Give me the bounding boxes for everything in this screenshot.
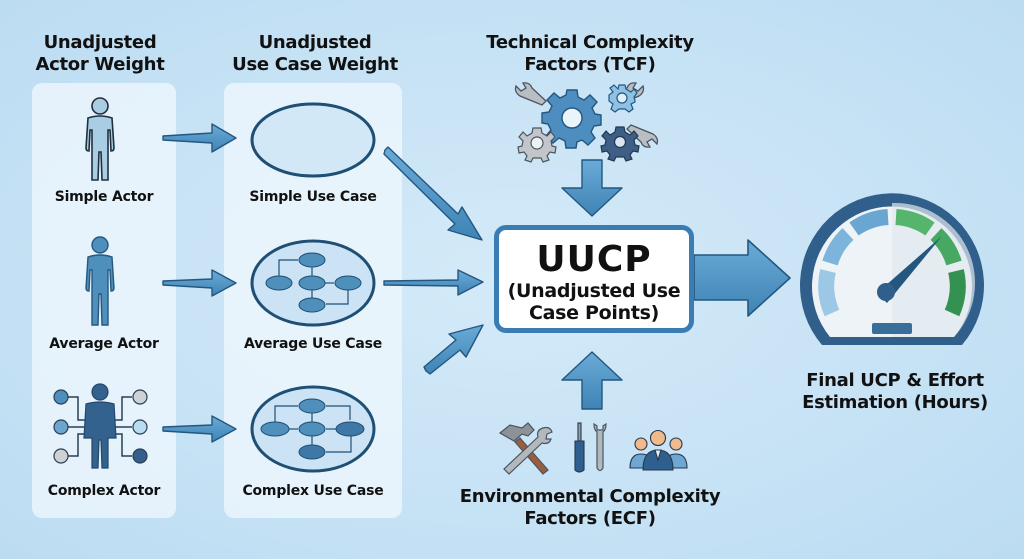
arrow-tcf-down <box>561 159 623 217</box>
gears-wrenches-icon <box>514 82 659 163</box>
heading-line: Actor Weight <box>35 54 165 75</box>
flow-ellipse-icon <box>250 239 376 327</box>
arrow-simple-actor-to-use-case <box>162 123 237 153</box>
arrow-average-actor-to-use-case <box>162 269 237 297</box>
heading-line: Factors (TCF) <box>524 54 656 75</box>
heading-line: Estimation (Hours) <box>802 392 988 413</box>
arrow-average-use-case-to-uucp <box>383 269 484 296</box>
heading-line: Final UCP & Effort <box>806 370 984 391</box>
actor-label-average: Average Actor <box>49 336 159 352</box>
uucp-subtitle-line1: (Unadjusted Use <box>507 280 681 302</box>
result-label: Final UCP & Effort Estimation (Hours) <box>780 370 1010 414</box>
uucp-subtitle-line2: Case Points) <box>528 302 660 324</box>
use-case-label-simple: Simple Use Case <box>249 189 377 205</box>
use-case-label-average: Average Use Case <box>243 336 383 352</box>
heading-line: Use Case Weight <box>232 54 398 75</box>
person-outline-icon <box>85 97 115 181</box>
ecf-heading: Environmental Complexity Factors (ECF) <box>450 486 730 530</box>
arrow-simple-use-case-to-uucp <box>383 146 483 241</box>
heading-line: Technical Complexity <box>486 32 694 53</box>
uucp-title: UUCP <box>536 239 652 280</box>
tcf-heading: Technical Complexity Factors (TCF) <box>460 32 720 76</box>
heading-line: Unadjusted <box>43 32 157 53</box>
use-case-weight-heading: Unadjusted Use Case Weight <box>220 32 410 76</box>
gauge-icon <box>800 193 984 345</box>
person-filled-icon <box>85 236 115 326</box>
arrow-uucp-to-result <box>693 239 791 317</box>
arrow-complex-use-case-to-uucp <box>423 324 484 375</box>
heading-line: Factors (ECF) <box>524 508 656 529</box>
arrow-complex-actor-to-use-case <box>162 415 237 443</box>
arrow-ecf-up <box>561 351 623 410</box>
actor-label-complex: Complex Actor <box>47 483 161 499</box>
heading-line: Environmental Complexity <box>459 486 721 507</box>
empty-ellipse-icon <box>250 102 376 178</box>
actor-weight-heading: Unadjusted Actor Weight <box>20 32 180 76</box>
use-case-label-complex: Complex Use Case <box>242 483 384 499</box>
actor-label-simple: Simple Actor <box>54 189 154 205</box>
tools-team-icon <box>498 422 688 475</box>
heading-line: Unadjusted <box>258 32 372 53</box>
person-network-icon <box>53 383 148 469</box>
complex-flow-ellipse-icon <box>250 385 376 473</box>
uucp-box: UUCP (Unadjusted Use Case Points) <box>494 225 694 333</box>
